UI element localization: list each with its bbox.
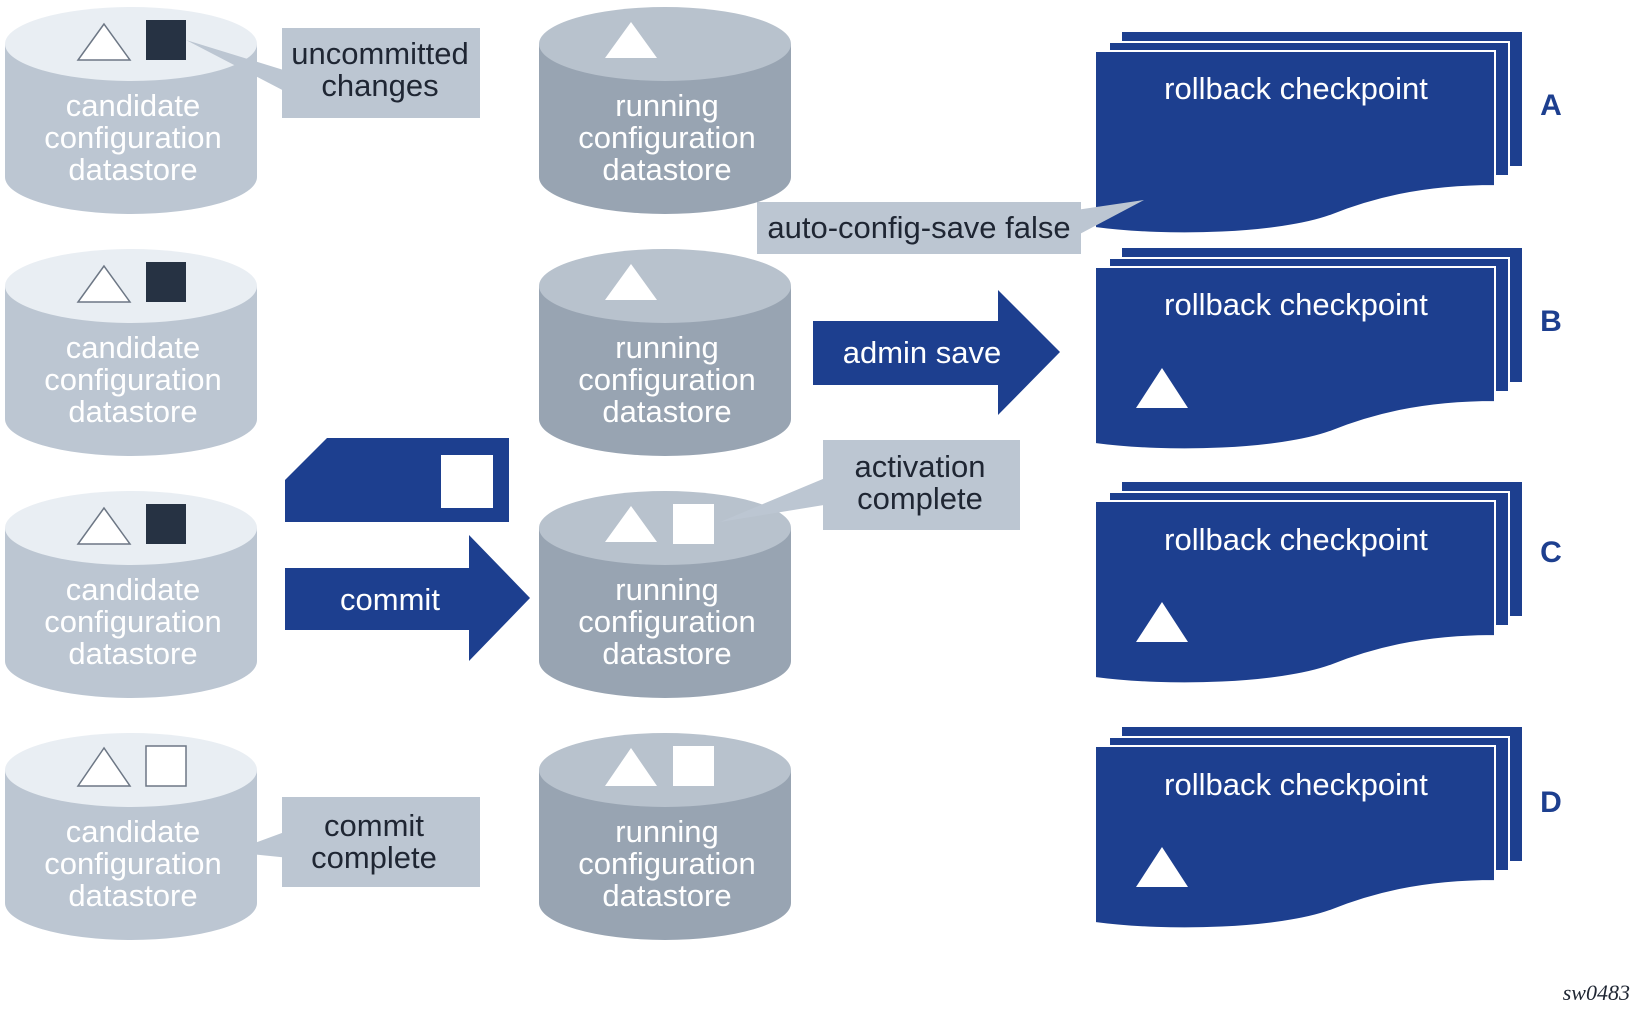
row-label-c: C — [1540, 536, 1562, 569]
callout-line: commit — [324, 808, 424, 843]
callout-line: complete — [857, 481, 983, 516]
db-line: configuration — [578, 846, 756, 881]
triangle-icon — [605, 506, 657, 542]
callout-line: activation — [855, 449, 986, 484]
dark-square-icon — [146, 504, 186, 544]
callout-line: auto-config-save false — [767, 210, 1070, 245]
db-line: datastore — [68, 152, 197, 187]
callout-line: changes — [321, 68, 438, 103]
admin-save-arrow: admin save — [813, 290, 1060, 415]
rollback-title-a: rollback checkpoint — [1164, 71, 1428, 106]
db-line: candidate — [66, 814, 200, 849]
db-line: candidate — [66, 88, 200, 123]
db-line: datastore — [602, 878, 731, 913]
figure-id: sw0483 — [1563, 980, 1630, 1005]
triangle-outline-icon — [76, 22, 132, 61]
triangle-outline-icon — [76, 264, 132, 303]
rollback-checkpoint-stack-b: rollback checkpoint — [1094, 248, 1522, 451]
triangle-outline-icon — [76, 746, 132, 787]
commit-arrow: commit — [285, 535, 530, 661]
db-line: configuration — [44, 846, 222, 881]
callout-line: complete — [311, 840, 437, 875]
db-line: datastore — [602, 394, 731, 429]
row-label-d: D — [1540, 786, 1562, 819]
rollback-checkpoint-stack-a: rollback checkpoint — [1094, 32, 1522, 235]
db-line: configuration — [578, 120, 756, 155]
db-line: configuration — [44, 604, 222, 639]
admin-save-label: admin save — [843, 335, 1002, 370]
db-line: running — [615, 330, 718, 365]
row-label-b: B — [1540, 305, 1562, 338]
db-line: datastore — [68, 394, 197, 429]
commit-label: commit — [340, 582, 440, 617]
db-line: configuration — [578, 604, 756, 639]
white-square-icon — [673, 504, 714, 544]
row-label-a: A — [1540, 89, 1562, 122]
db-line: configuration — [578, 362, 756, 397]
triangle-outline-icon — [76, 506, 132, 545]
white-square-icon — [673, 746, 714, 786]
callout-auto-config-save: auto-config-save false — [757, 200, 1144, 254]
dark-square-icon — [146, 262, 186, 302]
save-media-icon — [285, 438, 509, 522]
db-line: configuration — [44, 120, 222, 155]
db-line: datastore — [602, 636, 731, 671]
rollback-title-d: rollback checkpoint — [1164, 767, 1428, 802]
triangle-icon — [1136, 847, 1188, 887]
db-line: configuration — [44, 362, 222, 397]
rollback-title-c: rollback checkpoint — [1164, 522, 1428, 557]
db-line: running — [615, 572, 718, 607]
rollback-checkpoint-stack-c: rollback checkpoint — [1094, 482, 1522, 685]
db-line: datastore — [602, 152, 731, 187]
callout-line: uncommitted — [291, 36, 468, 71]
db-line: candidate — [66, 330, 200, 365]
db-line: datastore — [68, 878, 197, 913]
square-outline-icon — [145, 745, 187, 787]
triangle-icon — [605, 22, 657, 58]
rollback-title-b: rollback checkpoint — [1164, 287, 1428, 322]
db-line: running — [615, 814, 718, 849]
triangle-icon — [605, 748, 657, 786]
triangle-icon — [605, 264, 657, 300]
dark-square-icon — [146, 20, 186, 60]
db-line: datastore — [68, 636, 197, 671]
triangle-icon — [1136, 602, 1188, 642]
db-line: running — [615, 88, 718, 123]
db-line: candidate — [66, 572, 200, 607]
triangle-icon — [1136, 368, 1188, 408]
rollback-checkpoint-stack-d: rollback checkpoint — [1094, 727, 1522, 930]
